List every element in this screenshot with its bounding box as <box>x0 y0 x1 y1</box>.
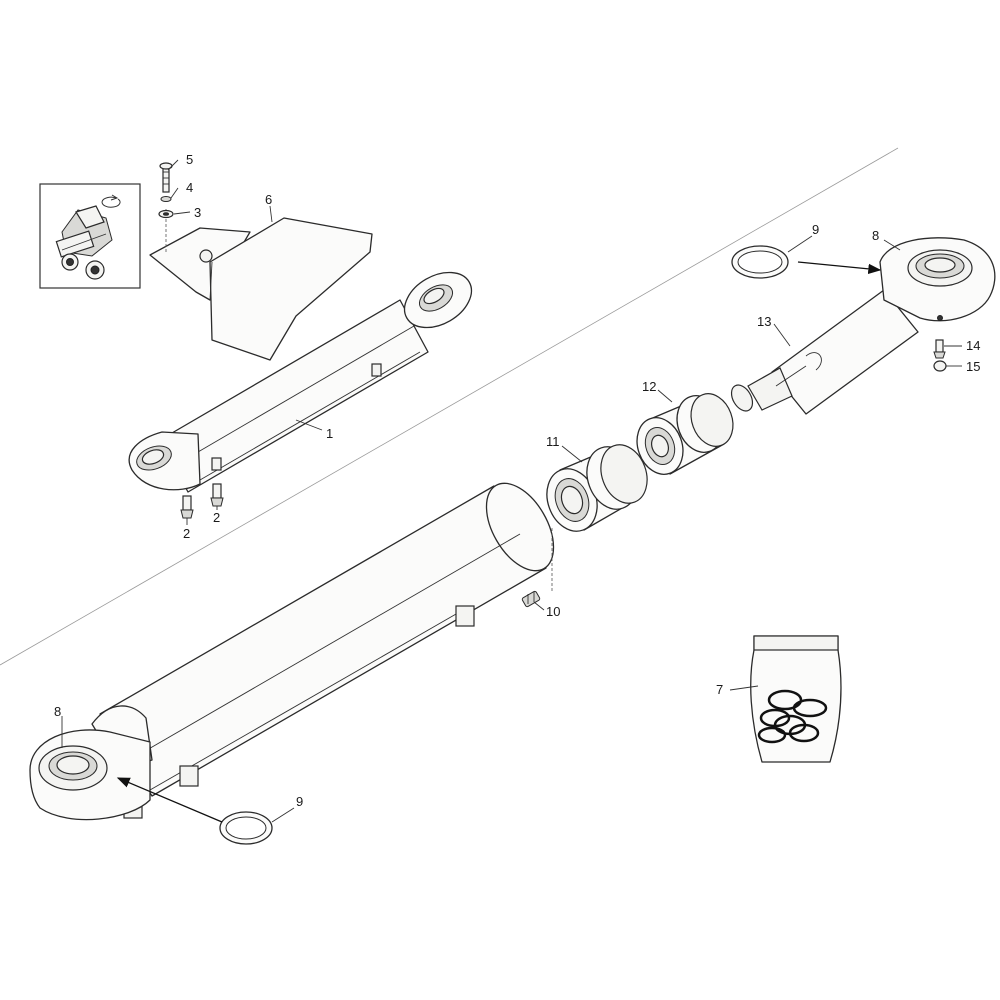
callout-2a: 2 <box>183 526 190 541</box>
callout-labels: 5 4 3 6 1 2 2 9 8 13 14 15 12 11 10 7 8 … <box>54 152 980 809</box>
bracket-plate <box>149 208 373 361</box>
small-cylinder-assembly <box>128 271 473 493</box>
callout-10: 10 <box>546 604 560 619</box>
callout-11: 11 <box>546 434 560 449</box>
gland-nut <box>546 444 648 532</box>
retaining-ring-bottom <box>219 811 273 845</box>
seal-kit-bag <box>750 635 842 763</box>
callout-7: 7 <box>716 682 723 697</box>
rod-eye-end <box>879 237 996 322</box>
rod-eye-fittings <box>933 339 947 372</box>
callout-3: 3 <box>194 205 201 220</box>
callout-5: 5 <box>186 152 193 167</box>
retaining-ring-top <box>731 245 789 279</box>
piston-rod <box>730 289 919 415</box>
assembly-arrow-bottom <box>116 777 223 823</box>
callout-8-bottom: 8 <box>54 704 61 719</box>
callout-14: 14 <box>966 338 980 353</box>
callout-2b: 2 <box>213 510 220 525</box>
large-cylinder-eye-end <box>29 729 151 821</box>
callout-13: 13 <box>757 314 771 329</box>
callout-6: 6 <box>265 192 272 207</box>
callout-8-top: 8 <box>872 228 879 243</box>
leader-lines <box>61 159 962 823</box>
section-divider-line <box>0 147 899 666</box>
callout-1: 1 <box>326 426 333 441</box>
plug <box>521 590 541 608</box>
callout-4: 4 <box>186 180 193 195</box>
location-inset <box>39 183 141 289</box>
bolt-washer-set <box>158 162 174 219</box>
large-cylinder-barrel <box>91 482 555 819</box>
callout-9-bottom: 9 <box>296 794 303 809</box>
callout-15: 15 <box>966 359 980 374</box>
assembly-arrow-top <box>797 261 882 275</box>
piston <box>636 393 734 475</box>
callout-9-top: 9 <box>812 222 819 237</box>
callout-12: 12 <box>642 379 656 394</box>
grease-fittings-small <box>180 483 224 519</box>
